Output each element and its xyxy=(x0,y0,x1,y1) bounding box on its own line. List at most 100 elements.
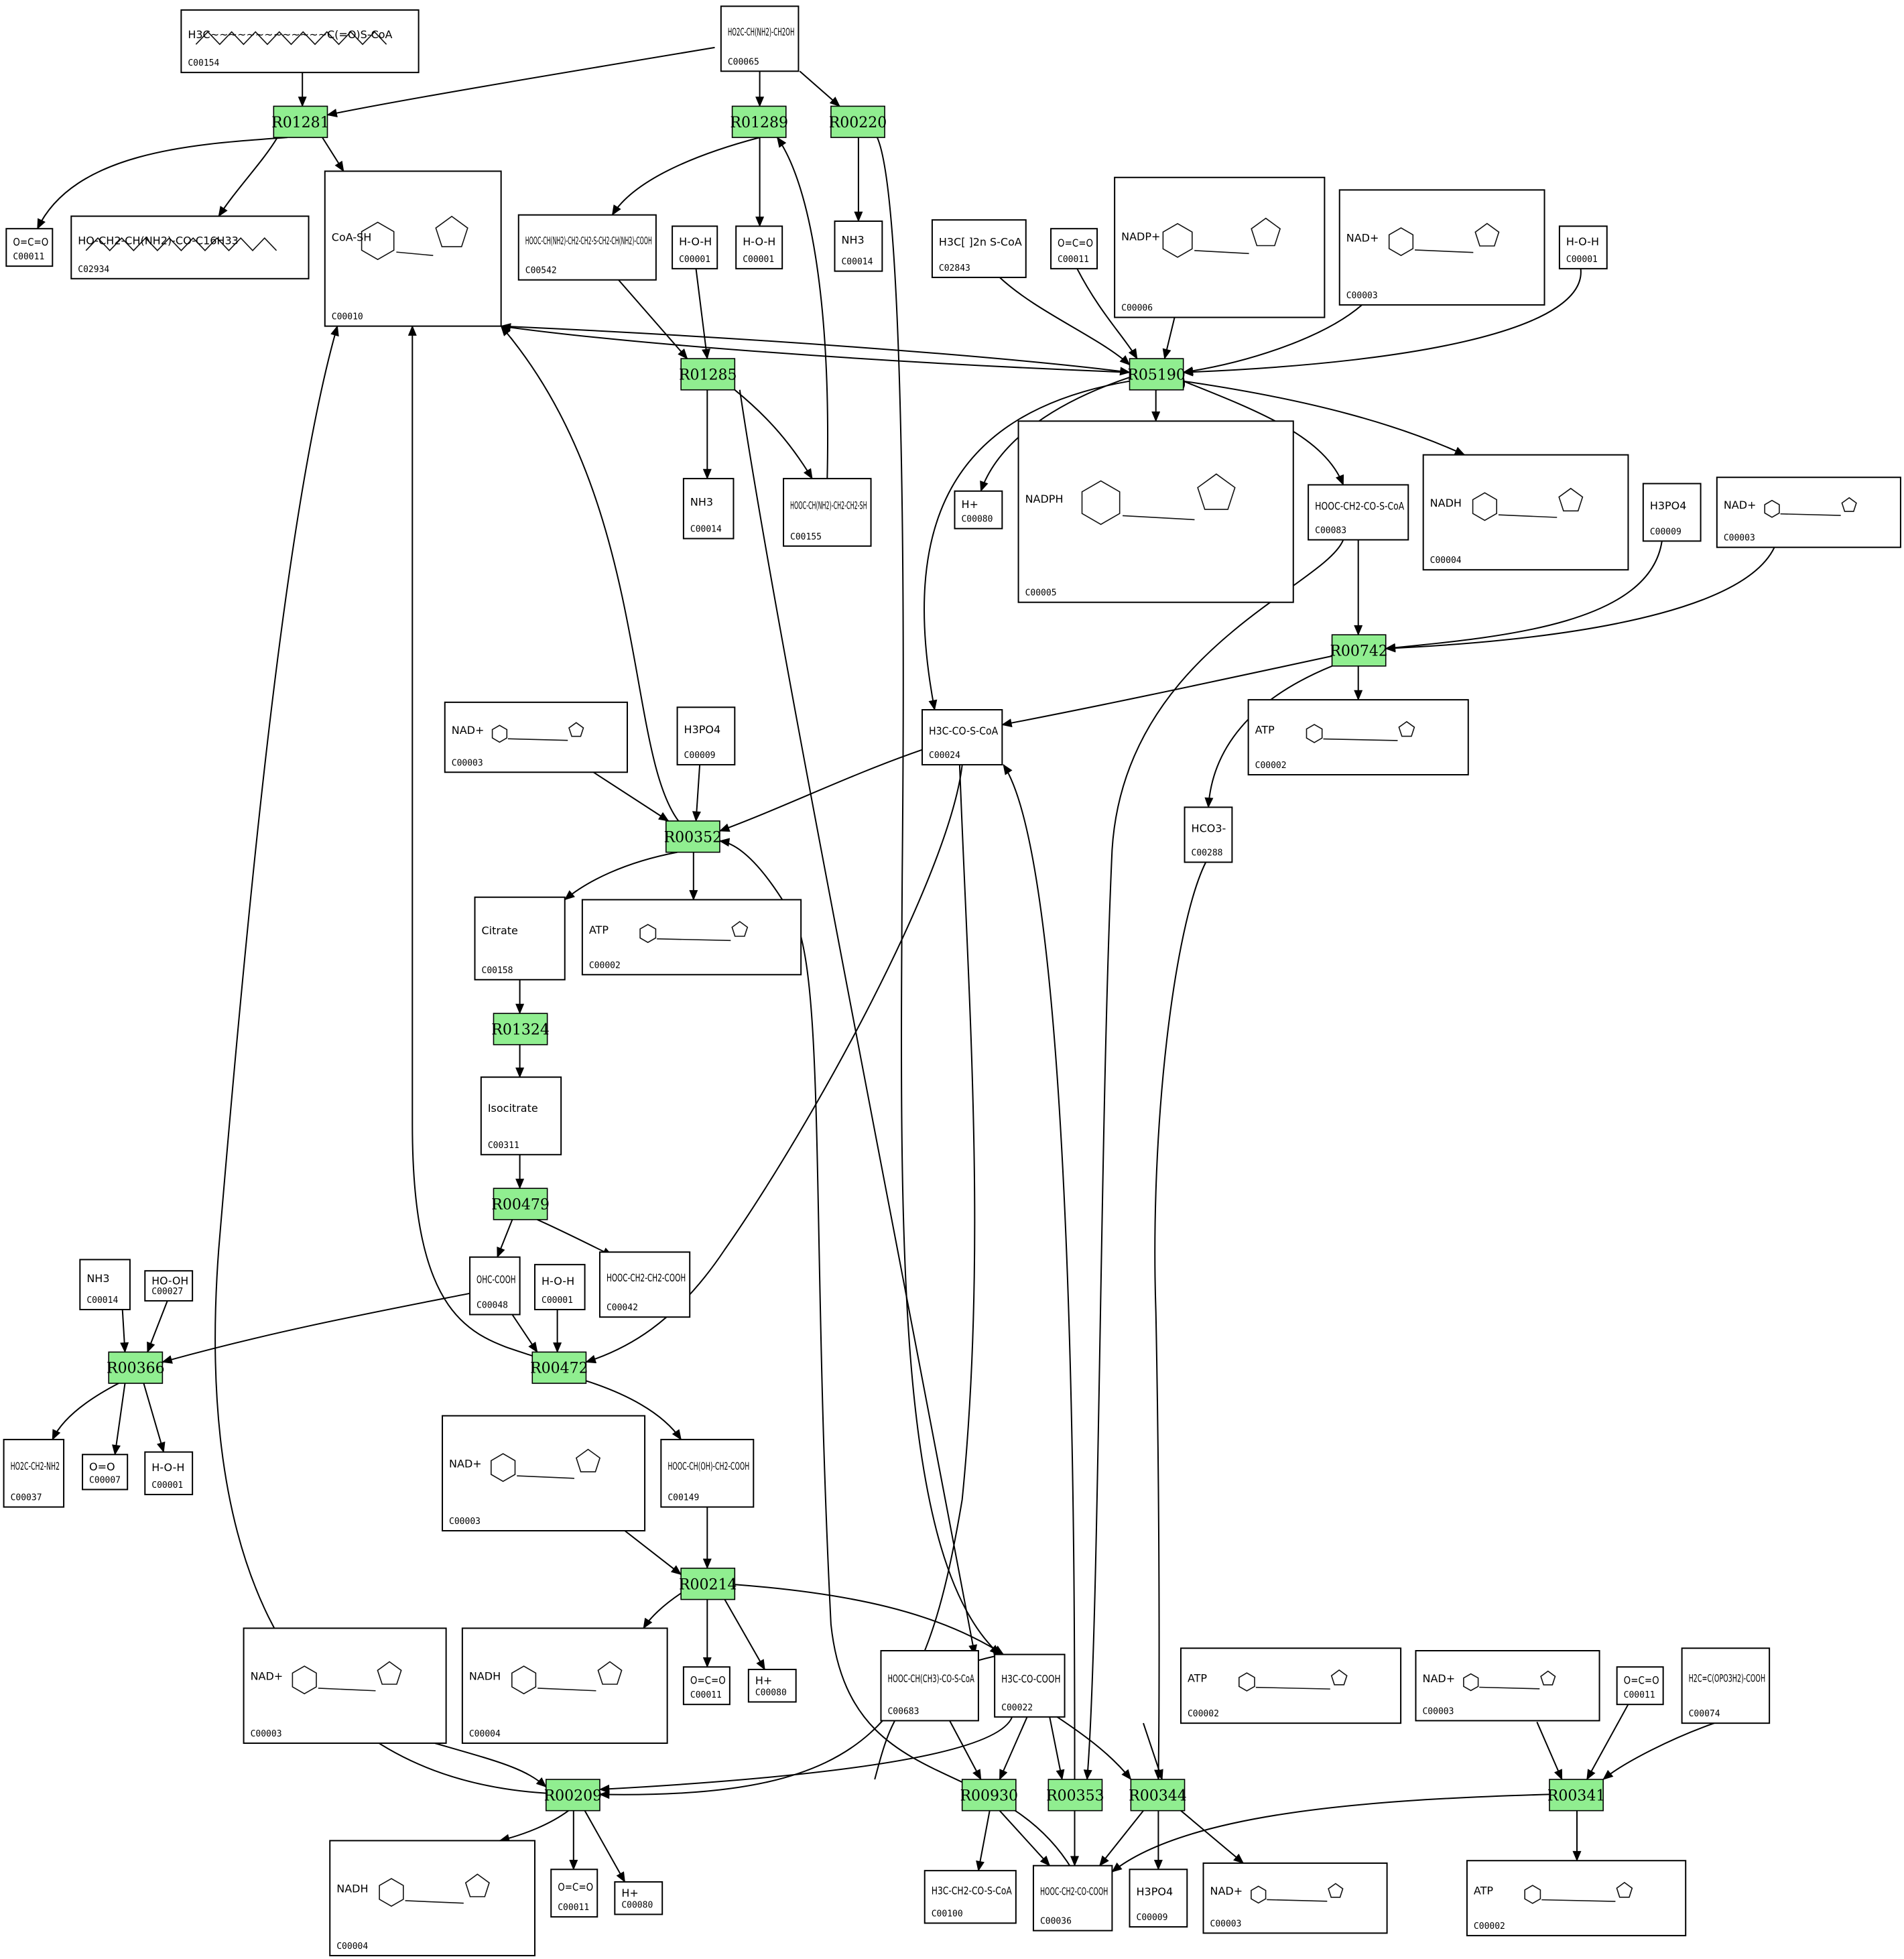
compound-box[interactable] xyxy=(735,225,783,269)
compound-box[interactable] xyxy=(1642,483,1702,542)
compound-C00080[interactable]: H+C00080 xyxy=(614,1881,663,1915)
compound-C00288[interactable]: HCO3-C00288 xyxy=(1184,806,1233,863)
reaction-box[interactable] xyxy=(1129,358,1184,391)
compound-box[interactable] xyxy=(243,1627,447,1744)
reaction-box[interactable] xyxy=(273,105,328,138)
compound-box[interactable] xyxy=(672,225,718,269)
compound-box[interactable] xyxy=(144,1270,194,1302)
reaction-box[interactable] xyxy=(830,105,885,138)
reaction-R05190[interactable]: R05190 xyxy=(1127,358,1186,391)
compound-C00003[interactable]: NAD+C00003 xyxy=(1202,1862,1388,1934)
compound-box[interactable] xyxy=(1180,1647,1402,1724)
compound-box[interactable] xyxy=(180,9,420,74)
compound-C00003[interactable]: NAD+C00003 xyxy=(243,1627,447,1744)
compound-box[interactable] xyxy=(922,709,1003,766)
reaction-R00352[interactable]: R00352 xyxy=(664,820,722,853)
reaction-box[interactable] xyxy=(1331,634,1387,667)
compound-C00006[interactable]: NADP+C00006 xyxy=(1114,176,1326,318)
reaction-box[interactable] xyxy=(665,820,720,853)
compound-box[interactable] xyxy=(324,170,502,327)
reaction-box[interactable] xyxy=(680,1568,736,1600)
compound-box[interactable] xyxy=(1716,477,1901,548)
reaction-box[interactable] xyxy=(545,1779,600,1812)
compound-box[interactable] xyxy=(924,1870,1017,1924)
compound-box[interactable] xyxy=(1338,189,1545,306)
compound-box[interactable] xyxy=(550,1869,598,1918)
reaction-box[interactable] xyxy=(531,1351,587,1384)
reaction-R00214[interactable]: R00214 xyxy=(679,1568,737,1600)
compound-box[interactable] xyxy=(82,1454,129,1491)
compound-box[interactable] xyxy=(1308,484,1409,541)
compound-box[interactable] xyxy=(1422,454,1629,571)
compound-box[interactable] xyxy=(1202,1862,1388,1934)
compound-box[interactable] xyxy=(1184,806,1233,863)
compound-C00080[interactable]: H+C00080 xyxy=(954,490,1003,529)
compound-box[interactable] xyxy=(1050,228,1098,269)
compound-box[interactable] xyxy=(442,1415,646,1532)
compound-box[interactable] xyxy=(444,701,628,773)
compound-box[interactable] xyxy=(534,1263,586,1310)
reaction-box[interactable] xyxy=(493,1188,548,1220)
compound-box[interactable] xyxy=(834,220,883,272)
compound-box[interactable] xyxy=(1129,1869,1188,1928)
reaction-R00472[interactable]: R00472 xyxy=(530,1351,588,1384)
compound-box[interactable] xyxy=(480,1076,562,1155)
reaction-box[interactable] xyxy=(731,105,787,138)
reaction-R01324[interactable]: R01324 xyxy=(491,1013,550,1046)
compound-box[interactable] xyxy=(461,1627,668,1744)
reaction-R00742[interactable]: R00742 xyxy=(1330,634,1388,667)
reaction-box[interactable] xyxy=(1048,1779,1103,1812)
compound-box[interactable] xyxy=(1017,420,1294,603)
compound-box[interactable] xyxy=(783,478,872,547)
compound-box[interactable] xyxy=(79,1259,131,1310)
reaction-box[interactable] xyxy=(1549,1779,1604,1812)
reaction-R00344[interactable]: R00344 xyxy=(1129,1779,1187,1812)
compound-box[interactable] xyxy=(1616,1666,1664,1706)
compound-box[interactable] xyxy=(614,1881,663,1915)
compound-box[interactable] xyxy=(682,478,735,540)
reaction-box[interactable] xyxy=(680,358,736,391)
compound-box[interactable] xyxy=(880,1650,979,1722)
compound-C00003[interactable]: NAD+C00003 xyxy=(1415,1650,1600,1722)
compound-box[interactable] xyxy=(954,490,1003,529)
compound-box[interactable] xyxy=(474,896,566,981)
compound-box[interactable] xyxy=(1681,1647,1771,1724)
reaction-box[interactable] xyxy=(493,1013,548,1046)
compound-box[interactable] xyxy=(747,1668,797,1703)
reaction-box[interactable] xyxy=(1130,1779,1186,1812)
compound-box[interactable] xyxy=(144,1451,194,1495)
compound-box[interactable] xyxy=(1247,699,1469,775)
compound-C00003[interactable]: NAD+C00003 xyxy=(444,701,628,773)
compound-box[interactable] xyxy=(994,1653,1066,1718)
reaction-R01285[interactable]: R01285 xyxy=(679,358,737,391)
reaction-R01281[interactable]: R01281 xyxy=(271,105,330,138)
